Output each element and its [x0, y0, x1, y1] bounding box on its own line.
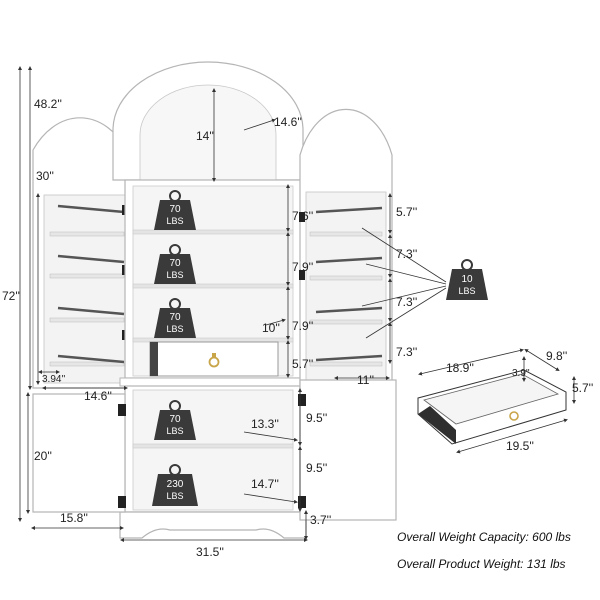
- drawer-detail-illustration: [417, 348, 576, 454]
- drawer-depth-label: 9.8'': [546, 349, 568, 363]
- drawer-inner-height-label: 3.9'': [512, 368, 530, 379]
- weight-base-shelf-value: 230: [166, 479, 184, 490]
- weight-icon-shelf-3: [154, 298, 196, 338]
- left-door-racks: [49, 204, 125, 367]
- weight-door-rack-value: 10: [461, 274, 473, 285]
- shelf-gap-1-label: 7.6'': [292, 209, 314, 223]
- weight-shelf-3-value: 70: [169, 312, 181, 323]
- weight-icon-shelf-4: [154, 400, 196, 440]
- lower-gap-2-label: 9.5'': [306, 461, 328, 475]
- arch-depth-label: 14'': [196, 129, 214, 143]
- rack-gap-4-label: 7.3'': [396, 345, 418, 359]
- base-height-label: 3.7'': [310, 513, 332, 527]
- door-height-label: 48.2'': [34, 97, 62, 111]
- lower-door-width-label: 15.8'': [60, 511, 88, 525]
- weight-base-shelf-unit: LBS: [166, 491, 184, 501]
- weight-capacity-caption: Overall Weight Capacity: 600 lbs: [397, 530, 571, 544]
- rack-depth-label: 3.94'': [42, 374, 66, 385]
- weight-icon-base-shelf: [152, 464, 198, 506]
- shelf-gap-2-label: 7.9'': [292, 260, 314, 274]
- weight-shelf-1-unit: LBS: [166, 216, 184, 226]
- right-door-racks: [309, 206, 383, 367]
- rack-width-label: 11'': [357, 373, 375, 387]
- total-height-label: 72'': [2, 289, 20, 303]
- lower-gap-1-label: 9.5'': [306, 411, 328, 425]
- arch-radius-label: 14.6'': [274, 115, 302, 129]
- weight-shelf-4-unit: LBS: [166, 426, 184, 436]
- drawer-length-label: 19.5'': [506, 439, 534, 453]
- weight-icon-shelf-1: [154, 190, 196, 230]
- rack-gap-3-label: 7.3'': [396, 295, 418, 309]
- weight-shelf-1-value: 70: [169, 204, 181, 215]
- weight-icon-shelf-2: [154, 244, 196, 284]
- door-rack-pointers: [361, 227, 447, 339]
- right-lower-door: [298, 379, 397, 521]
- rack-gap-1-label: 5.7'': [396, 205, 418, 219]
- weight-shelf-2-value: 70: [169, 258, 181, 269]
- product-weight-caption: Overall Product Weight: 131 lbs: [397, 557, 566, 571]
- weight-shelf-2-unit: LBS: [166, 270, 184, 280]
- drawer-height-label: 5.7'': [572, 381, 594, 395]
- weight-icon-door-rack: [446, 259, 488, 300]
- total-width-label: 31.5'': [196, 545, 224, 559]
- upper-inner-width-label: 14.6'': [84, 389, 112, 403]
- drawer-width-label: 18.9'': [446, 361, 474, 375]
- drawer: [149, 341, 279, 377]
- right-upper-door: [299, 108, 393, 389]
- drawer-gap-label: 5.7'': [292, 357, 314, 371]
- rack-gap-2-label: 7.3'': [396, 247, 418, 261]
- weight-shelf-4-value: 70: [169, 414, 181, 425]
- lower-shelf-depth-2-label: 14.7'': [251, 477, 279, 491]
- left-lower-door: [32, 393, 126, 513]
- shelf-gap-3-label: 7.9'': [292, 319, 314, 333]
- dimension-lines: [18, 66, 392, 542]
- lower-door-height-label: 20'': [34, 449, 52, 463]
- door-rack-height-label: 30'': [36, 169, 54, 183]
- weight-shelf-3-unit: LBS: [166, 324, 184, 334]
- weight-door-rack-unit: LBS: [458, 286, 476, 296]
- shelf-depth-label: 10'': [262, 321, 280, 335]
- lower-shelf-depth-1-label: 13.3'': [251, 417, 279, 431]
- left-upper-door: [32, 117, 128, 389]
